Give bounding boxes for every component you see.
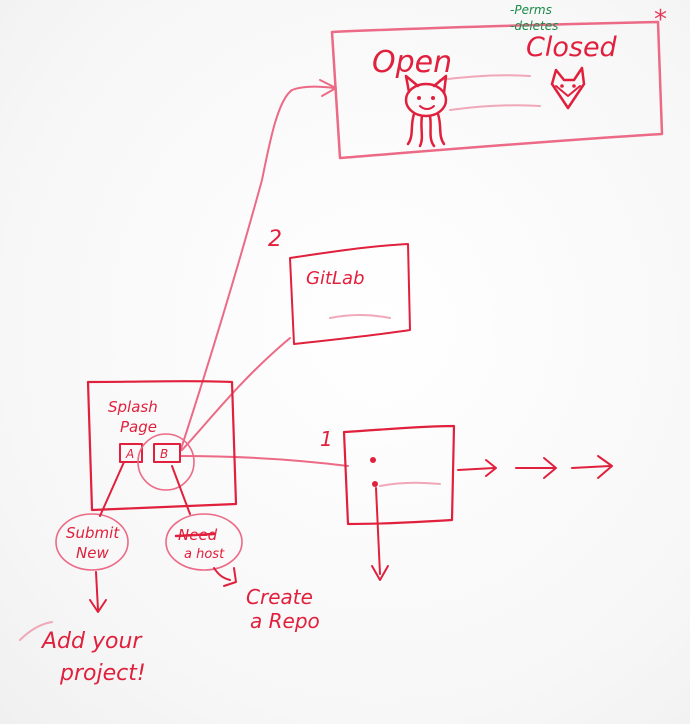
gitlab-label: GitLab: [306, 268, 365, 289]
arrow-need-to-create: [213, 567, 237, 587]
gitlab-number: 2: [268, 227, 282, 252]
need-host-bubble: [165, 465, 243, 571]
splash-right-icon: B: [153, 443, 181, 463]
svg-text:A: A: [125, 447, 134, 461]
flow-box: [342, 424, 456, 526]
open-label: Open: [372, 45, 452, 80]
splash-page-box: [86, 380, 238, 512]
submit-line2: New: [76, 544, 109, 562]
flow-number: 1: [320, 427, 333, 451]
flow-inner-marks: [370, 457, 389, 581]
add-line1: Add your: [40, 629, 143, 654]
line-splash-to-flow: [179, 455, 349, 467]
arrow-splash-to-top: [179, 79, 337, 453]
octocat-icon: [404, 74, 448, 148]
splash-line1: Splash: [108, 398, 158, 416]
top-box: [330, 20, 664, 160]
splash-left-icon: A: [119, 443, 143, 463]
perms-note: -Perms: [510, 3, 552, 17]
create-line1: Create: [246, 585, 313, 609]
need-line2: a host: [184, 547, 225, 562]
highlight-circle: [137, 433, 195, 491]
flow-arrows-right: [457, 455, 613, 479]
arrow-submit-to-add: [89, 571, 107, 613]
line-splash-to-gitlab: [181, 337, 291, 451]
smudge-bottom-left: [19, 621, 53, 641]
splash-line2: Page: [120, 418, 157, 436]
create-line2: a Repo: [250, 609, 320, 633]
add-line2: project!: [59, 661, 146, 686]
submit-new-bubble: [55, 461, 129, 571]
deletes-note: -deletes: [510, 19, 558, 33]
gitlab-box: [289, 243, 411, 345]
need-strikethrough: [174, 532, 216, 538]
submit-line1: Submit: [66, 524, 120, 542]
fox-icon: [550, 66, 586, 110]
star-mark: *: [654, 5, 667, 35]
svg-text:B: B: [160, 447, 168, 461]
closed-label: Closed: [526, 32, 618, 63]
